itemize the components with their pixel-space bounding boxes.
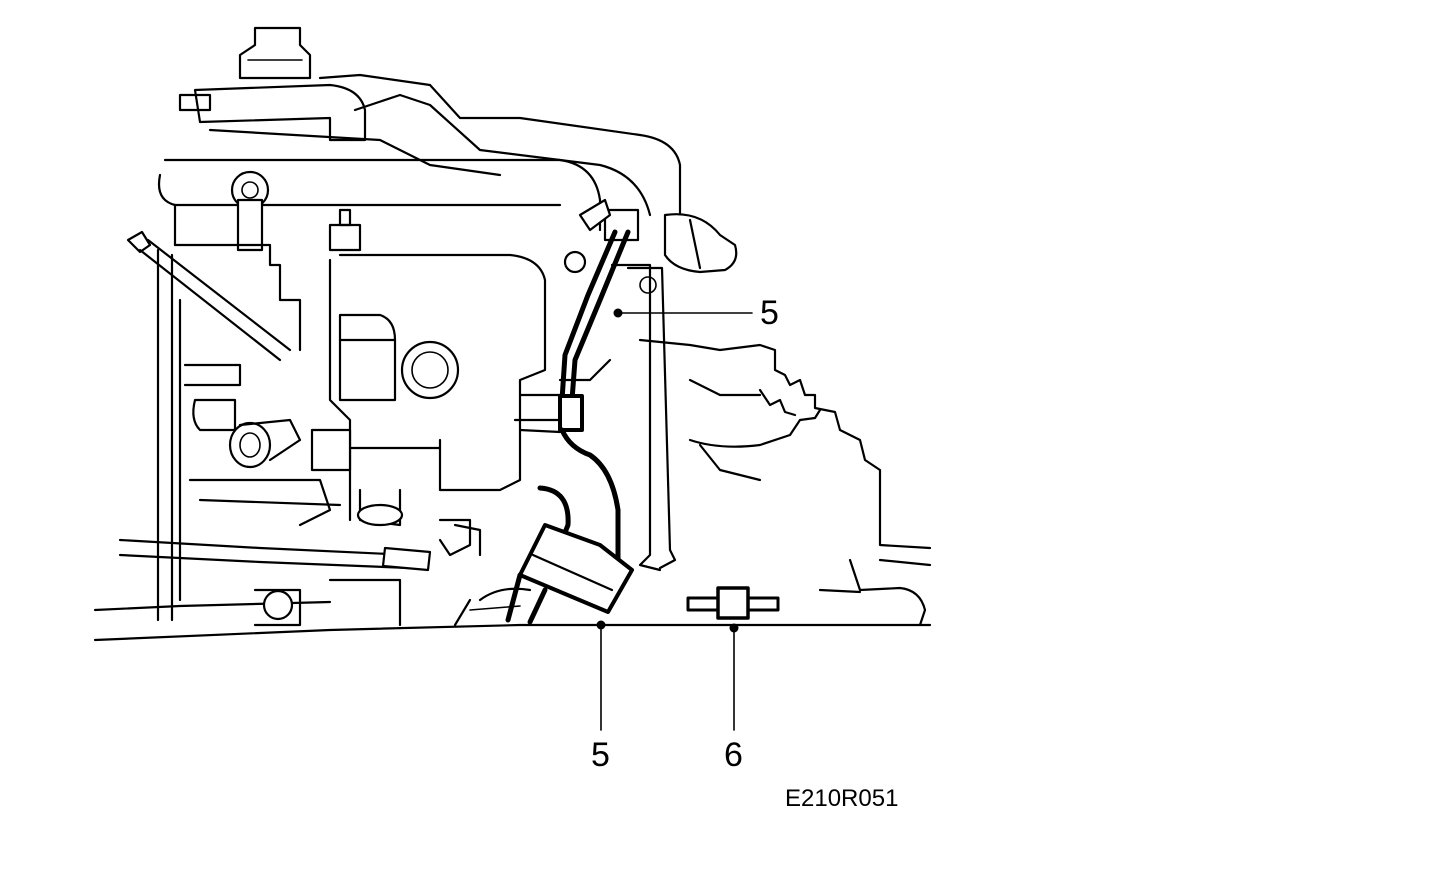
engine-line-art xyxy=(93,26,932,642)
callout-leader-lower-5 xyxy=(596,620,606,731)
figure-code: E210R051 xyxy=(785,785,898,812)
component-6-connector xyxy=(686,586,780,620)
highlighted-vacuum-hose xyxy=(505,229,634,625)
callout-label-6: 6 xyxy=(724,736,743,774)
callout-leader-6 xyxy=(729,623,739,731)
callout-label-upper-5: 5 xyxy=(760,294,779,332)
callout-label-lower-5: 5 xyxy=(591,736,610,774)
callout-leader-upper-5 xyxy=(613,308,753,318)
